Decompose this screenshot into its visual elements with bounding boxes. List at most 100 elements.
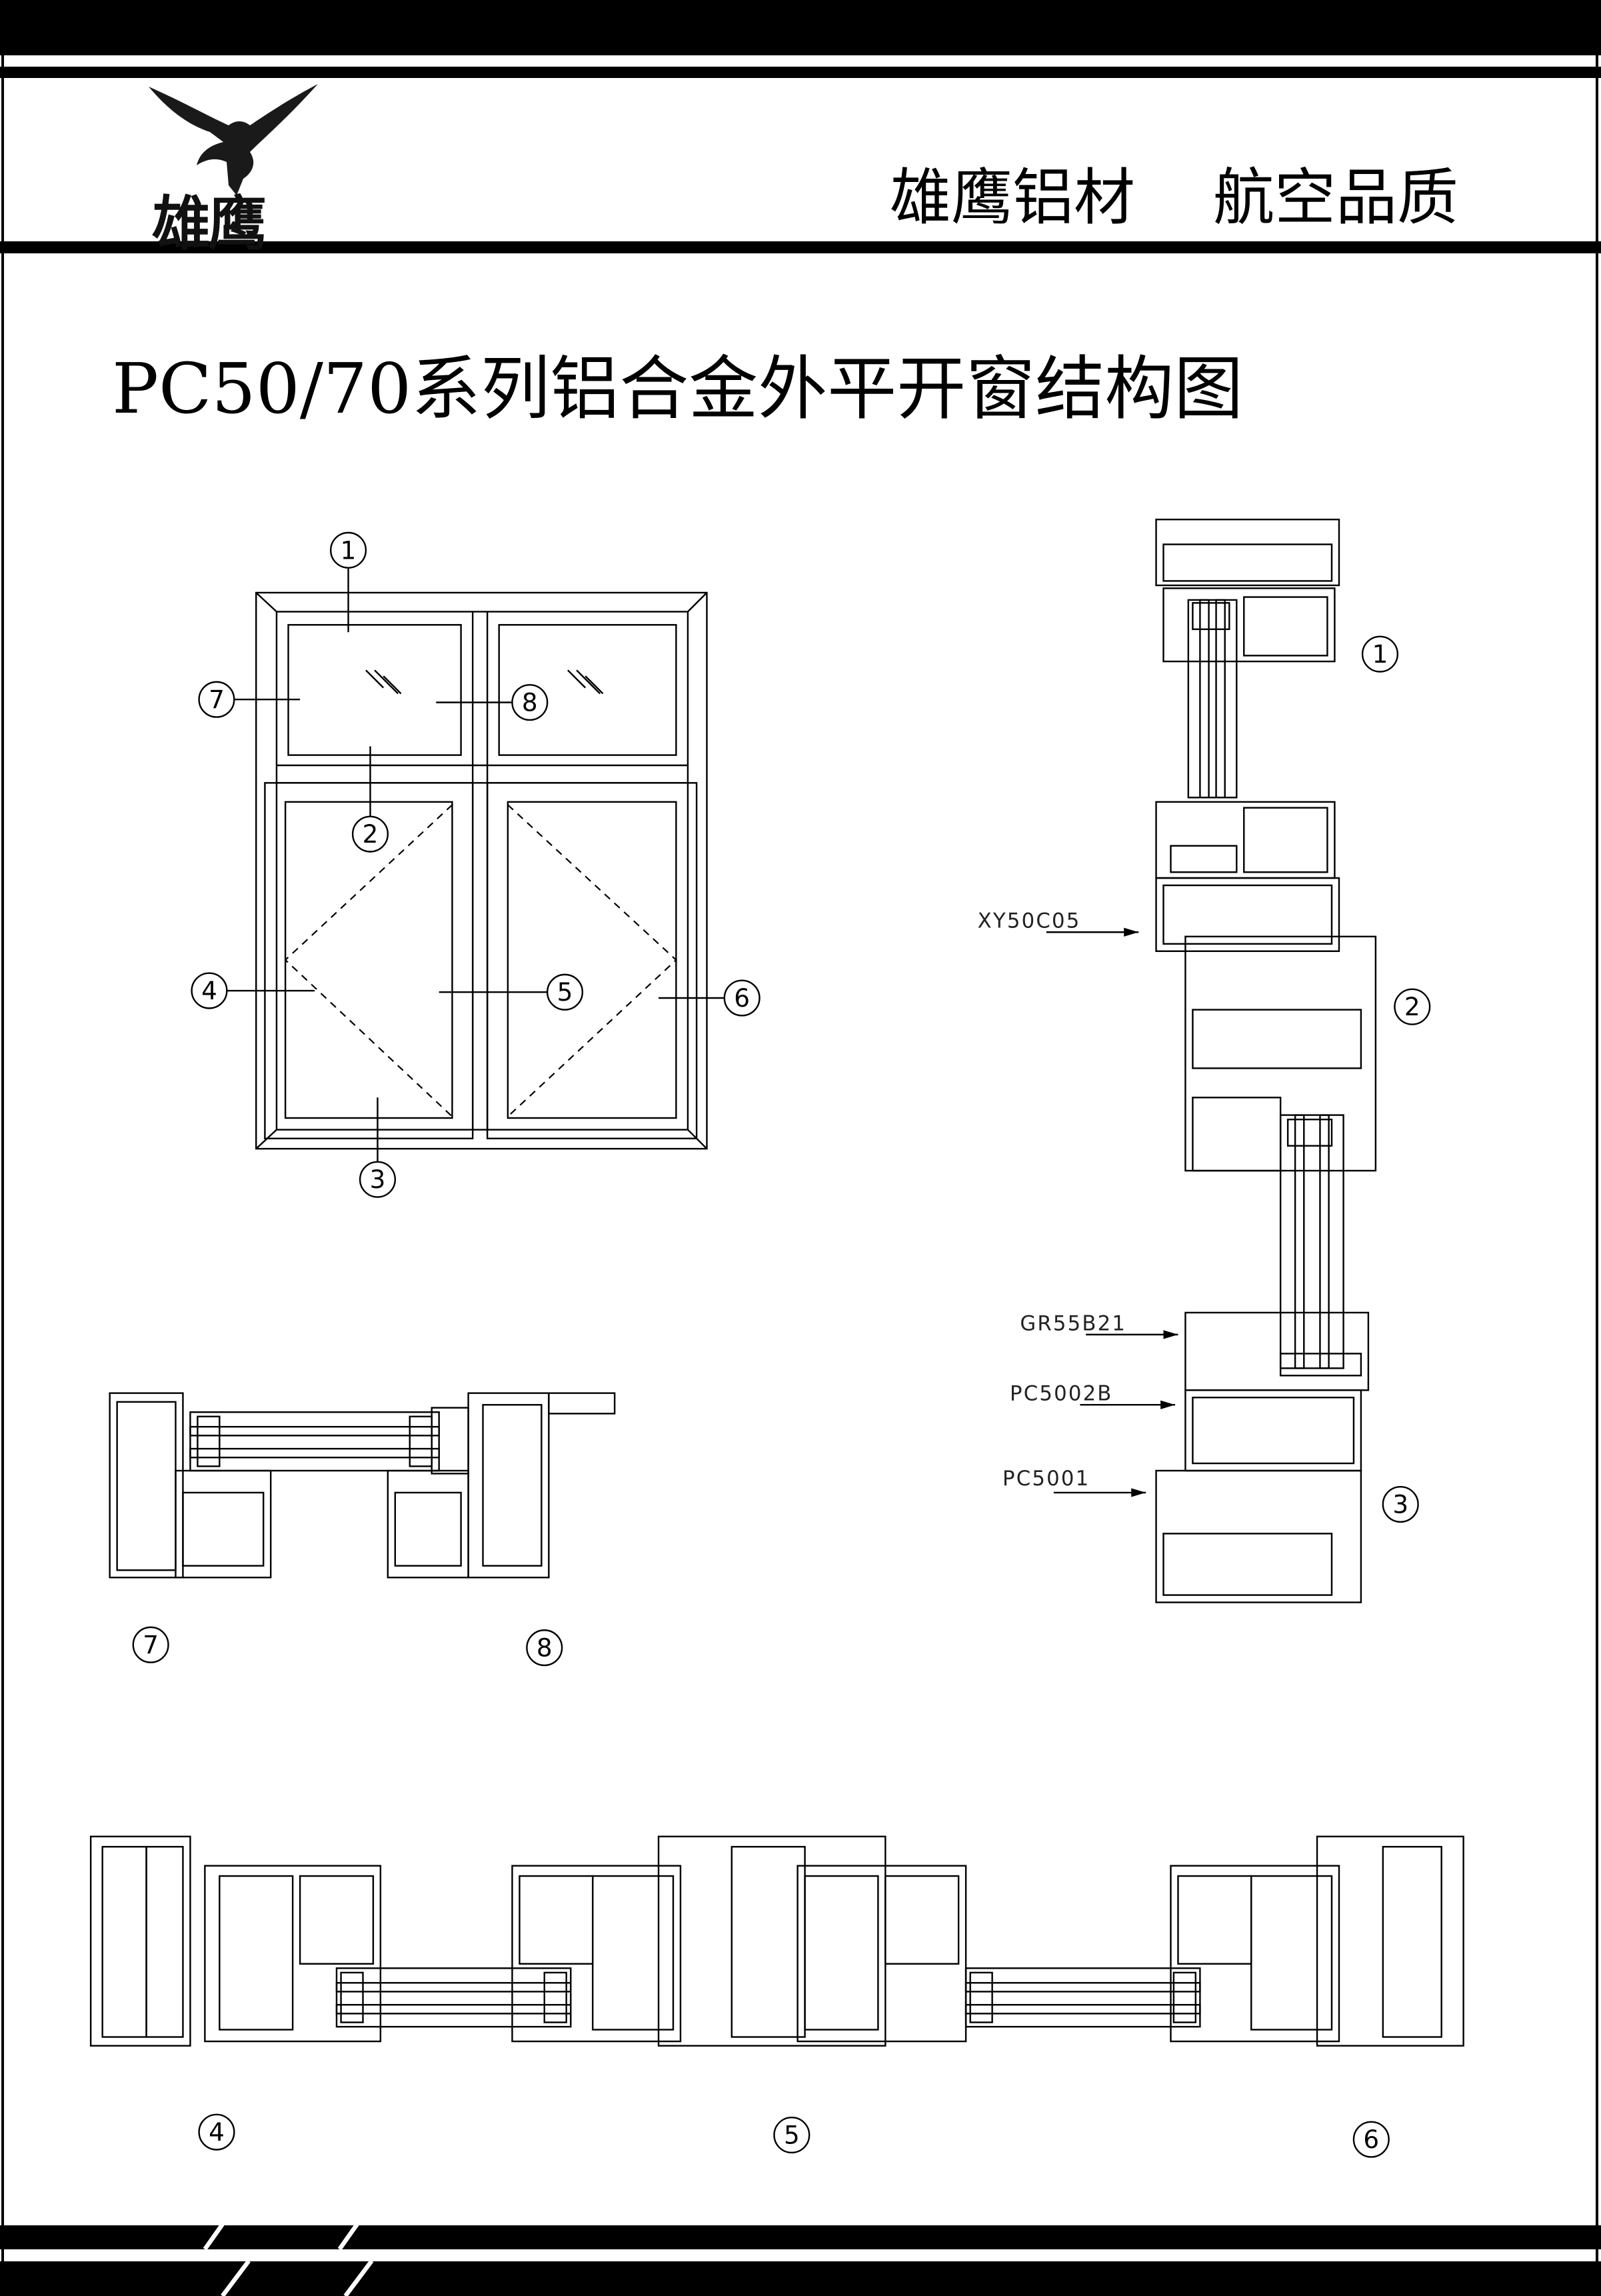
profile-outline	[1319, 1114, 1330, 1369]
frame-left	[89, 1835, 191, 2047]
footer-band-lower	[0, 2261, 1601, 2296]
svg-text:3: 3	[370, 1165, 386, 1194]
sash-right	[387, 1469, 469, 1579]
profile-outline	[409, 1415, 433, 1467]
callout-6: 6	[1352, 2121, 1390, 2158]
sash-left	[204, 1865, 382, 2043]
sash-middle-right	[797, 1865, 967, 2043]
profile-outline	[519, 1875, 594, 1965]
callout-7: 7	[132, 1626, 169, 1663]
header-bottom-band	[0, 241, 1601, 253]
svg-text:2: 2	[363, 819, 379, 849]
callout-8: 8	[511, 684, 549, 721]
svg-text:7: 7	[209, 685, 225, 714]
horizontal-section-7-8	[109, 1392, 616, 1579]
profile-outline	[335, 1982, 572, 1993]
svg-text:3: 3	[1392, 1489, 1408, 1519]
profile-outline	[969, 1971, 993, 2023]
svg-text:8: 8	[537, 1633, 553, 1663]
callout-4: 4	[198, 2113, 235, 2151]
sill-pc5002b	[1184, 1389, 1362, 1472]
profile-outline	[1382, 1845, 1442, 2038]
glass-unit-left	[335, 1967, 572, 2028]
svg-text:6: 6	[734, 983, 750, 1013]
profile-outline	[1192, 602, 1230, 631]
section-4-5-6-labels: 4 5 6	[198, 2113, 1390, 2158]
profile-outline	[964, 1982, 1201, 1993]
callout-5: 5	[546, 973, 584, 1011]
profile-outline	[394, 1491, 462, 1567]
profile-outline	[335, 2003, 572, 2015]
frame-left	[109, 1392, 184, 1579]
mullion	[657, 1835, 886, 2047]
eagle-logo-icon	[149, 84, 318, 195]
callout-6: 6	[723, 979, 761, 1017]
profile-outline	[548, 1392, 616, 1415]
vertical-section-labels: XY50C05 GR55B21 PC5002B PC5001 1 2 3	[978, 635, 1431, 1523]
callout-4: 4	[191, 972, 228, 1009]
callout-7: 7	[198, 681, 235, 718]
glass-unit	[1187, 599, 1238, 799]
profile-outline	[731, 1845, 806, 2038]
profile-outline	[219, 1875, 294, 2031]
callout-8: 8	[526, 1629, 563, 1667]
left-border	[1, 0, 4, 2296]
profile-outline	[1294, 1114, 1305, 1369]
svg-text:5: 5	[557, 977, 573, 1007]
glass-unit-right	[964, 1967, 1201, 2028]
profile-label-pc5001: PC5001	[1002, 1467, 1090, 1491]
mullion	[467, 1392, 550, 1579]
callout-2: 2	[351, 815, 389, 853]
callout-3: 3	[359, 1161, 397, 1198]
frame-right	[1316, 1835, 1464, 2047]
sash-right	[1170, 1865, 1340, 2043]
horizontal-section-4-5-6	[89, 1835, 1464, 2047]
profile-outline	[116, 1401, 177, 1571]
profile-outline	[1199, 599, 1210, 799]
frame-pc5001	[1155, 1469, 1362, 1603]
profile-outline	[1279, 1353, 1362, 1377]
profile-outline	[145, 1845, 184, 2038]
profile-outline	[1172, 1971, 1197, 2023]
svg-text:4: 4	[201, 976, 217, 1005]
sash-middle-left	[511, 1865, 682, 2043]
profile-outline	[1243, 807, 1328, 873]
profile-outline	[1162, 884, 1333, 945]
glass-unit	[1279, 1114, 1344, 1369]
frame-head	[1155, 519, 1340, 587]
profile-outline	[1177, 1875, 1252, 1965]
profile-outline	[340, 1971, 364, 2023]
profile-label-pc5002b: PC5002B	[1010, 1382, 1113, 1406]
profile-outline	[592, 1875, 675, 2031]
profile-outline	[197, 1415, 221, 1467]
footer-band-upper	[0, 2225, 1601, 2249]
profile-outline	[482, 1404, 543, 1567]
profile-outline	[189, 1425, 440, 1437]
section-7-8-labels: 7 8	[132, 1626, 563, 1667]
svg-text:6: 6	[1363, 2125, 1379, 2154]
profile-outline	[884, 1875, 960, 1965]
logo-text: 雄鹰	[152, 189, 267, 258]
callout-1: 1	[1361, 635, 1399, 673]
gasket	[431, 1407, 469, 1475]
profile-label-gr55b21: GR55B21	[1020, 1311, 1126, 1335]
sash-left	[175, 1469, 272, 1579]
svg-text:1: 1	[1372, 639, 1388, 669]
profile-outline	[182, 1491, 265, 1567]
header-top-band	[0, 67, 1601, 78]
sash-bottom	[1155, 801, 1336, 879]
profile-outline	[1170, 845, 1238, 873]
glass-unit	[189, 1411, 440, 1472]
profile-outline	[1243, 596, 1328, 657]
profile-outline	[1192, 1097, 1282, 1172]
right-border	[1596, 0, 1598, 2296]
header-slogan: 雄鹰铝材 航空品质	[890, 162, 1458, 233]
profile-outline	[299, 1875, 375, 1965]
vertical-section	[1155, 519, 1377, 1603]
callout-3: 3	[1382, 1485, 1419, 1523]
profile-outline	[1162, 543, 1333, 582]
svg-text:5: 5	[784, 2121, 800, 2150]
profile-outline	[1215, 599, 1226, 799]
page-title: PC50/70系列铝合金外平开窗结构图	[112, 348, 1244, 429]
profile-label-xy50c05: XY50C05	[978, 909, 1081, 933]
